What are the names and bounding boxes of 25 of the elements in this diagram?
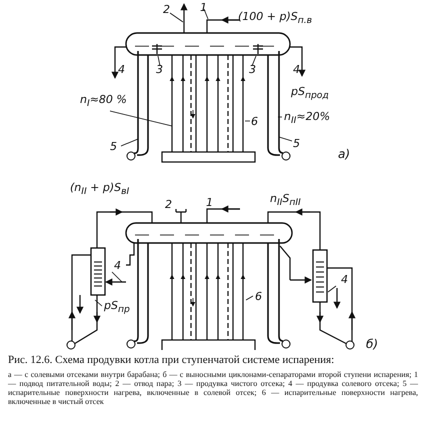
- callout-number: 6: [255, 291, 262, 302]
- callout-number: 1: [206, 197, 213, 208]
- flow-label: а): [338, 148, 350, 160]
- callout-number: 2: [165, 199, 172, 210]
- flow-label: pS$_{пр}$: [104, 300, 130, 314]
- callout-number: 4: [118, 64, 125, 75]
- figure-caption: а — с солевыми отсеками внутри барабана; б — с выносными циклонами-сепараторами второй ступени испарения; 1 — подвод питательной воды; 2 — отвод пара; 3 — продувка чистого отсека; 4 — продувка солевого отсека; 5 — испарительные поверхности нагрева, включенные в солевой отсек; 6 — испарительные поверхности нагрева, включенные в чистый отсек: [8, 370, 418, 406]
- callout-number: 6: [251, 116, 258, 127]
- flow-label: (n$_{II}$ + p)S$_{вI}$: [70, 182, 130, 196]
- callout-number: 2: [163, 4, 170, 15]
- callout-number: 4: [293, 64, 300, 75]
- callout-number: 1: [200, 2, 207, 13]
- callout-number: 5: [110, 141, 117, 152]
- flow-label: n$_{I}$≈80 %: [80, 94, 127, 108]
- callout-number: 4: [341, 274, 348, 285]
- flow-label: б): [366, 338, 378, 350]
- flow-label: pS$_{прод}$: [291, 86, 329, 100]
- callout-number: 5: [293, 138, 300, 149]
- flow-label: n$_{II}$≈20%: [284, 111, 330, 126]
- callout-number: 3: [156, 64, 163, 75]
- callout-number: 4: [114, 260, 121, 271]
- figure-title: Рис. 12.6. Схема продувки котла при ступенчатой системе испарения:: [8, 354, 336, 366]
- callout-number: 3: [249, 64, 256, 75]
- flow-label: (100 + p)S$_{п.в}$: [238, 11, 312, 26]
- flow-label: n$_{II}$S$_{пII}$: [270, 193, 301, 208]
